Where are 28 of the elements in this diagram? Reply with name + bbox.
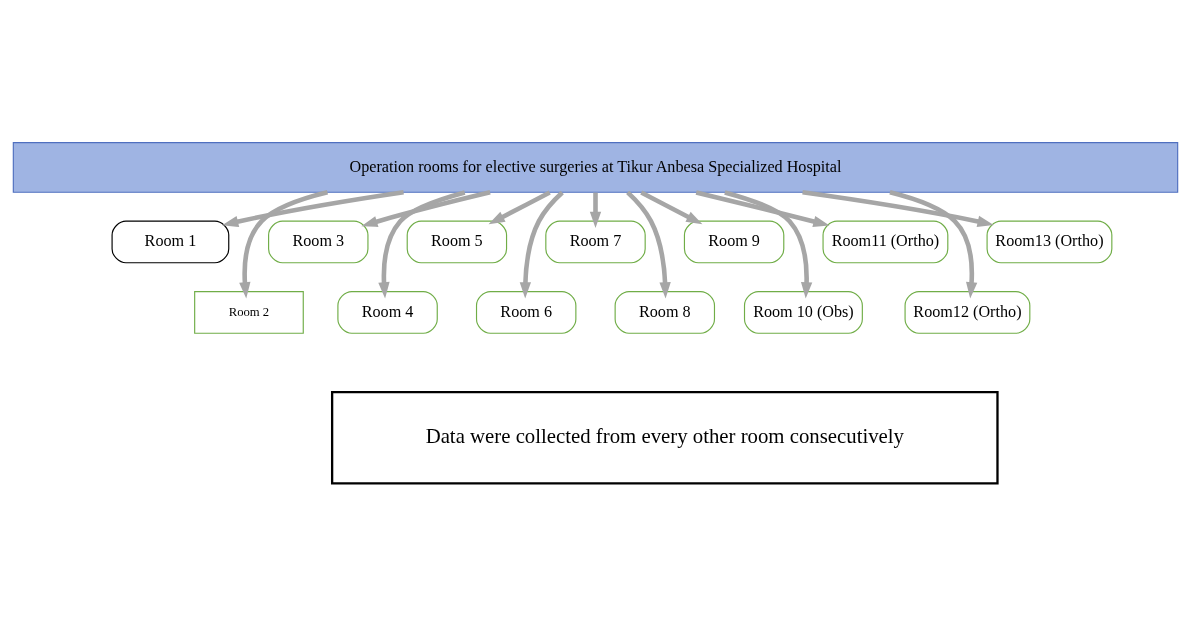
arrow: [626, 190, 671, 299]
node-box: Room 7: [545, 220, 646, 264]
arrow: [889, 190, 978, 299]
arrow: [519, 190, 564, 299]
arrow: [695, 190, 830, 227]
arrow: [239, 190, 329, 299]
node-box: Room 4: [337, 291, 438, 334]
node-box: Room 2: [194, 291, 304, 334]
node-box: Room11 (Ortho): [822, 220, 949, 264]
node-box: Room 1: [111, 220, 230, 264]
node-box: Room 5: [406, 220, 508, 264]
arrow: [724, 190, 813, 299]
node-box: Room 6: [475, 291, 577, 334]
node-box: Room12 (Ortho): [904, 291, 1031, 334]
arrow: [589, 192, 602, 228]
node-box: Operation rooms for elective surgeries at Tikur Anbesa Specialized Hospital: [12, 142, 1179, 193]
arrow: [222, 190, 404, 228]
node-box: Room 3: [268, 220, 369, 264]
arrow: [378, 190, 466, 299]
arrow: [802, 190, 994, 227]
node-box: Room 10 (Obs): [743, 291, 863, 334]
arrow: [361, 190, 491, 227]
node-box: Room 8: [614, 291, 716, 334]
arrow: [640, 190, 703, 225]
node-box: Room13 (Ortho): [986, 220, 1113, 264]
arrow: [488, 190, 551, 225]
node-box: Room 9: [683, 220, 785, 264]
node-box: Data were collected from every other room consecutively: [330, 390, 999, 485]
